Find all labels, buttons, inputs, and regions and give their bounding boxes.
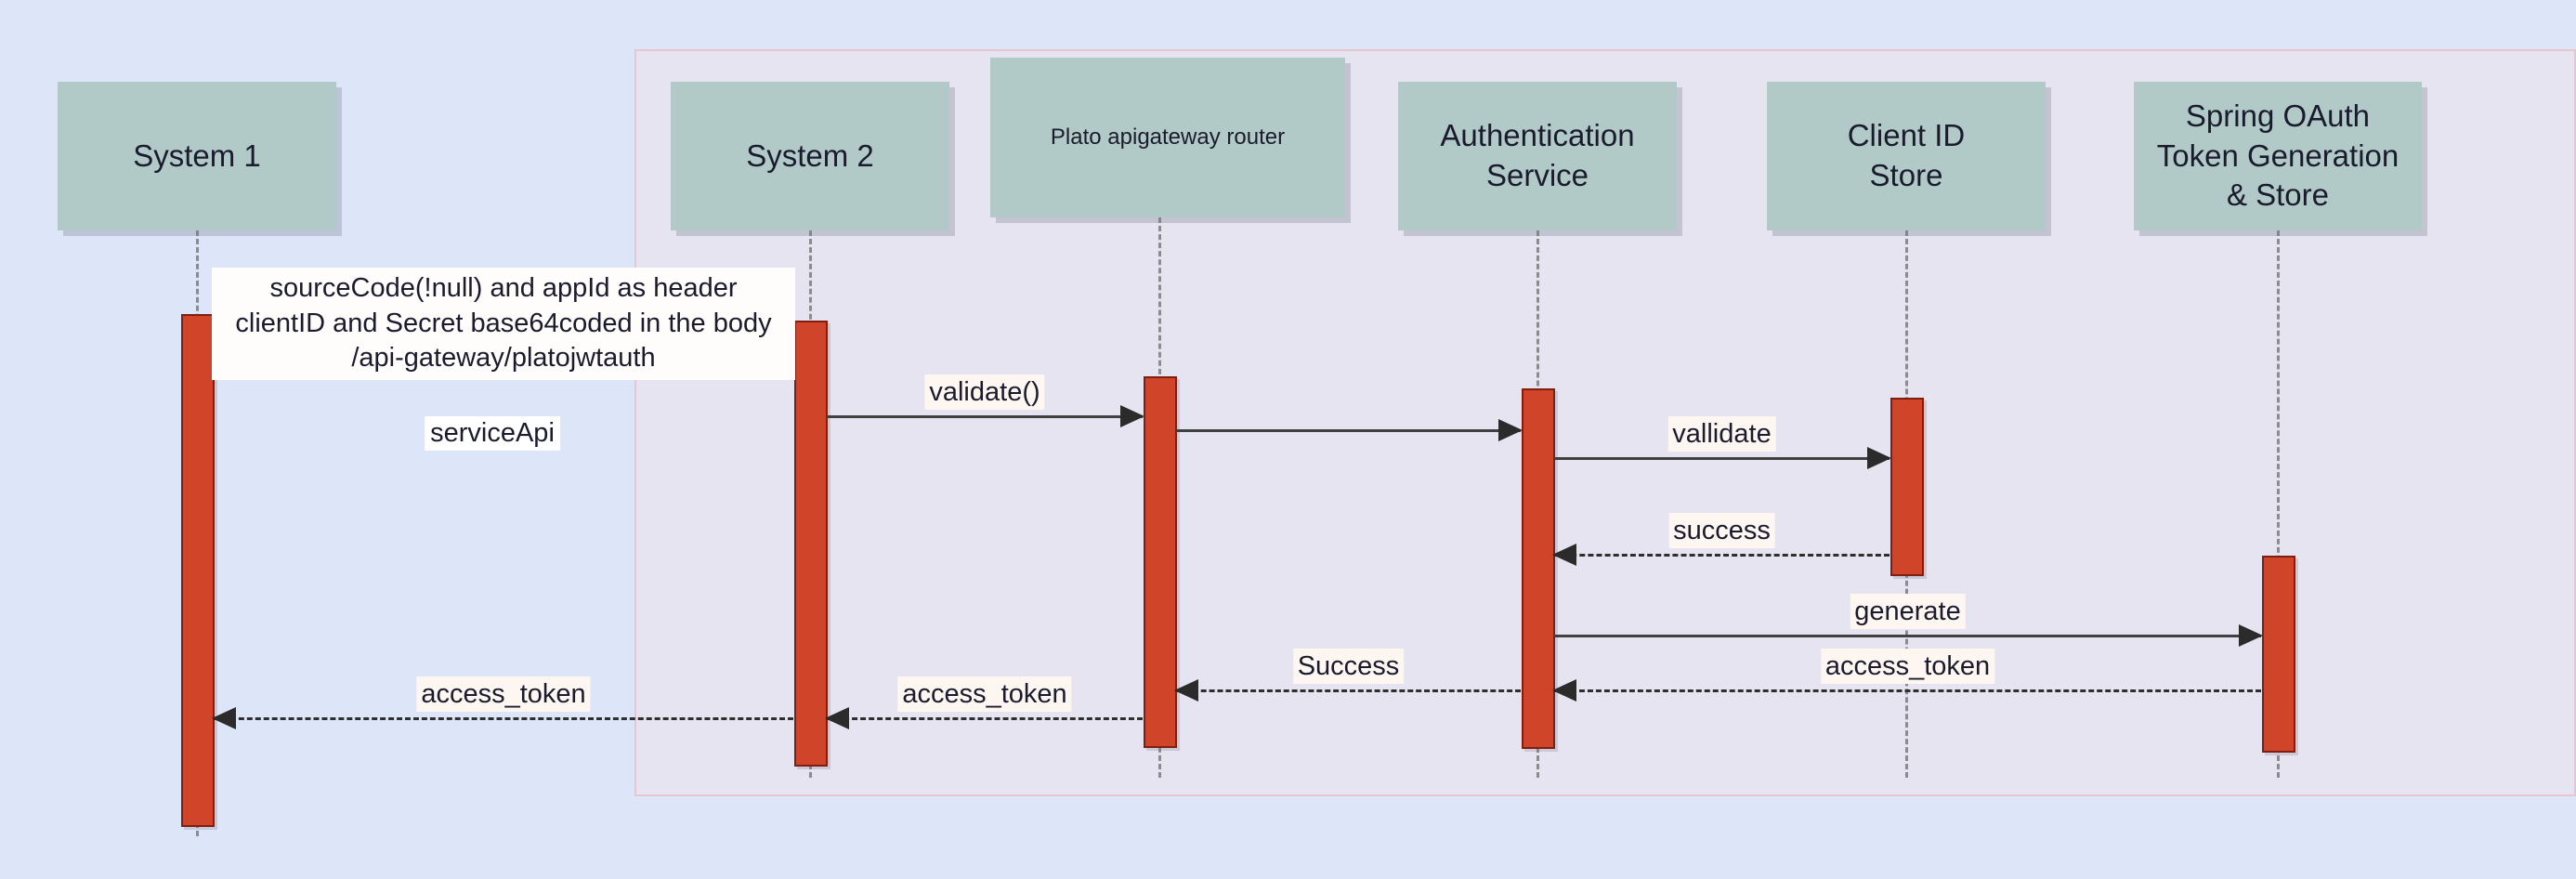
arrowhead-m7 xyxy=(1552,679,1576,702)
arrowhead-m3 xyxy=(1498,419,1523,441)
activation-bar-clientid xyxy=(1890,398,1924,576)
arrowhead-m10 xyxy=(212,707,236,729)
participant-label-clientid: Client ID Store xyxy=(1847,118,1966,192)
message-label-m7: access_token xyxy=(1820,649,1995,685)
participant-label-router: Plato apigateway router xyxy=(1050,125,1286,151)
arrowhead-m6 xyxy=(2239,624,2263,647)
arrowhead-m9 xyxy=(825,707,849,729)
message-line-m6 xyxy=(1554,635,2261,637)
activation-bar-springoauth xyxy=(2262,556,2295,753)
message-label-m4: vallidate xyxy=(1667,416,1776,453)
participant-box-router[interactable]: Plato apigateway router xyxy=(990,58,1345,217)
participant-label-springoauth: Spring OAuth Token Generation & Store xyxy=(2156,98,2399,213)
message-label-m5: success xyxy=(1668,513,1775,549)
message-label-m10: access_token xyxy=(416,676,591,713)
message-label-m9: access_token xyxy=(897,676,1072,713)
message-line-m4 xyxy=(1554,457,1890,460)
participant-box-clientid[interactable]: Client ID Store xyxy=(1767,82,2046,230)
message-line-m9 xyxy=(827,717,1143,720)
message-label-m6: generate xyxy=(1850,594,1966,630)
message-line-m2 xyxy=(827,415,1143,418)
activation-bar-system2 xyxy=(794,321,828,767)
lifeline-springoauth xyxy=(2277,230,2280,778)
participant-label-system2: System 2 xyxy=(746,138,874,173)
message-label-m2: validate() xyxy=(924,374,1045,411)
activation-bar-authsvc xyxy=(1522,388,1555,749)
arrowhead-m5 xyxy=(1552,544,1576,566)
participant-box-system1[interactable]: System 1 xyxy=(58,82,336,230)
activation-bar-system1 xyxy=(181,314,215,827)
message-label-service-api: serviceApi xyxy=(425,416,560,451)
participant-label-system1: System 1 xyxy=(133,138,261,173)
activation-bar-router xyxy=(1144,376,1177,748)
message-line-m5 xyxy=(1554,554,1890,557)
participant-label-authsvc: Authentication Service xyxy=(1440,118,1635,192)
participant-box-authsvc[interactable]: Authentication Service xyxy=(1398,82,1677,230)
participant-box-system2[interactable]: System 2 xyxy=(671,82,949,230)
message-line-m8 xyxy=(1176,689,1521,692)
arrowhead-m2 xyxy=(1120,405,1144,427)
arrowhead-m8 xyxy=(1174,679,1198,702)
participant-box-springoauth[interactable]: Spring OAuth Token Generation & Store xyxy=(2134,82,2422,230)
arrowhead-m4 xyxy=(1867,447,1891,469)
message-label-m8: Success xyxy=(1292,649,1405,685)
message-line-m10 xyxy=(214,717,793,720)
message-line-m3 xyxy=(1176,429,1521,432)
message-note-request-access-token: sourceCode(!null) and appId as header cl… xyxy=(212,268,795,381)
message-line-m7 xyxy=(1554,689,2261,692)
